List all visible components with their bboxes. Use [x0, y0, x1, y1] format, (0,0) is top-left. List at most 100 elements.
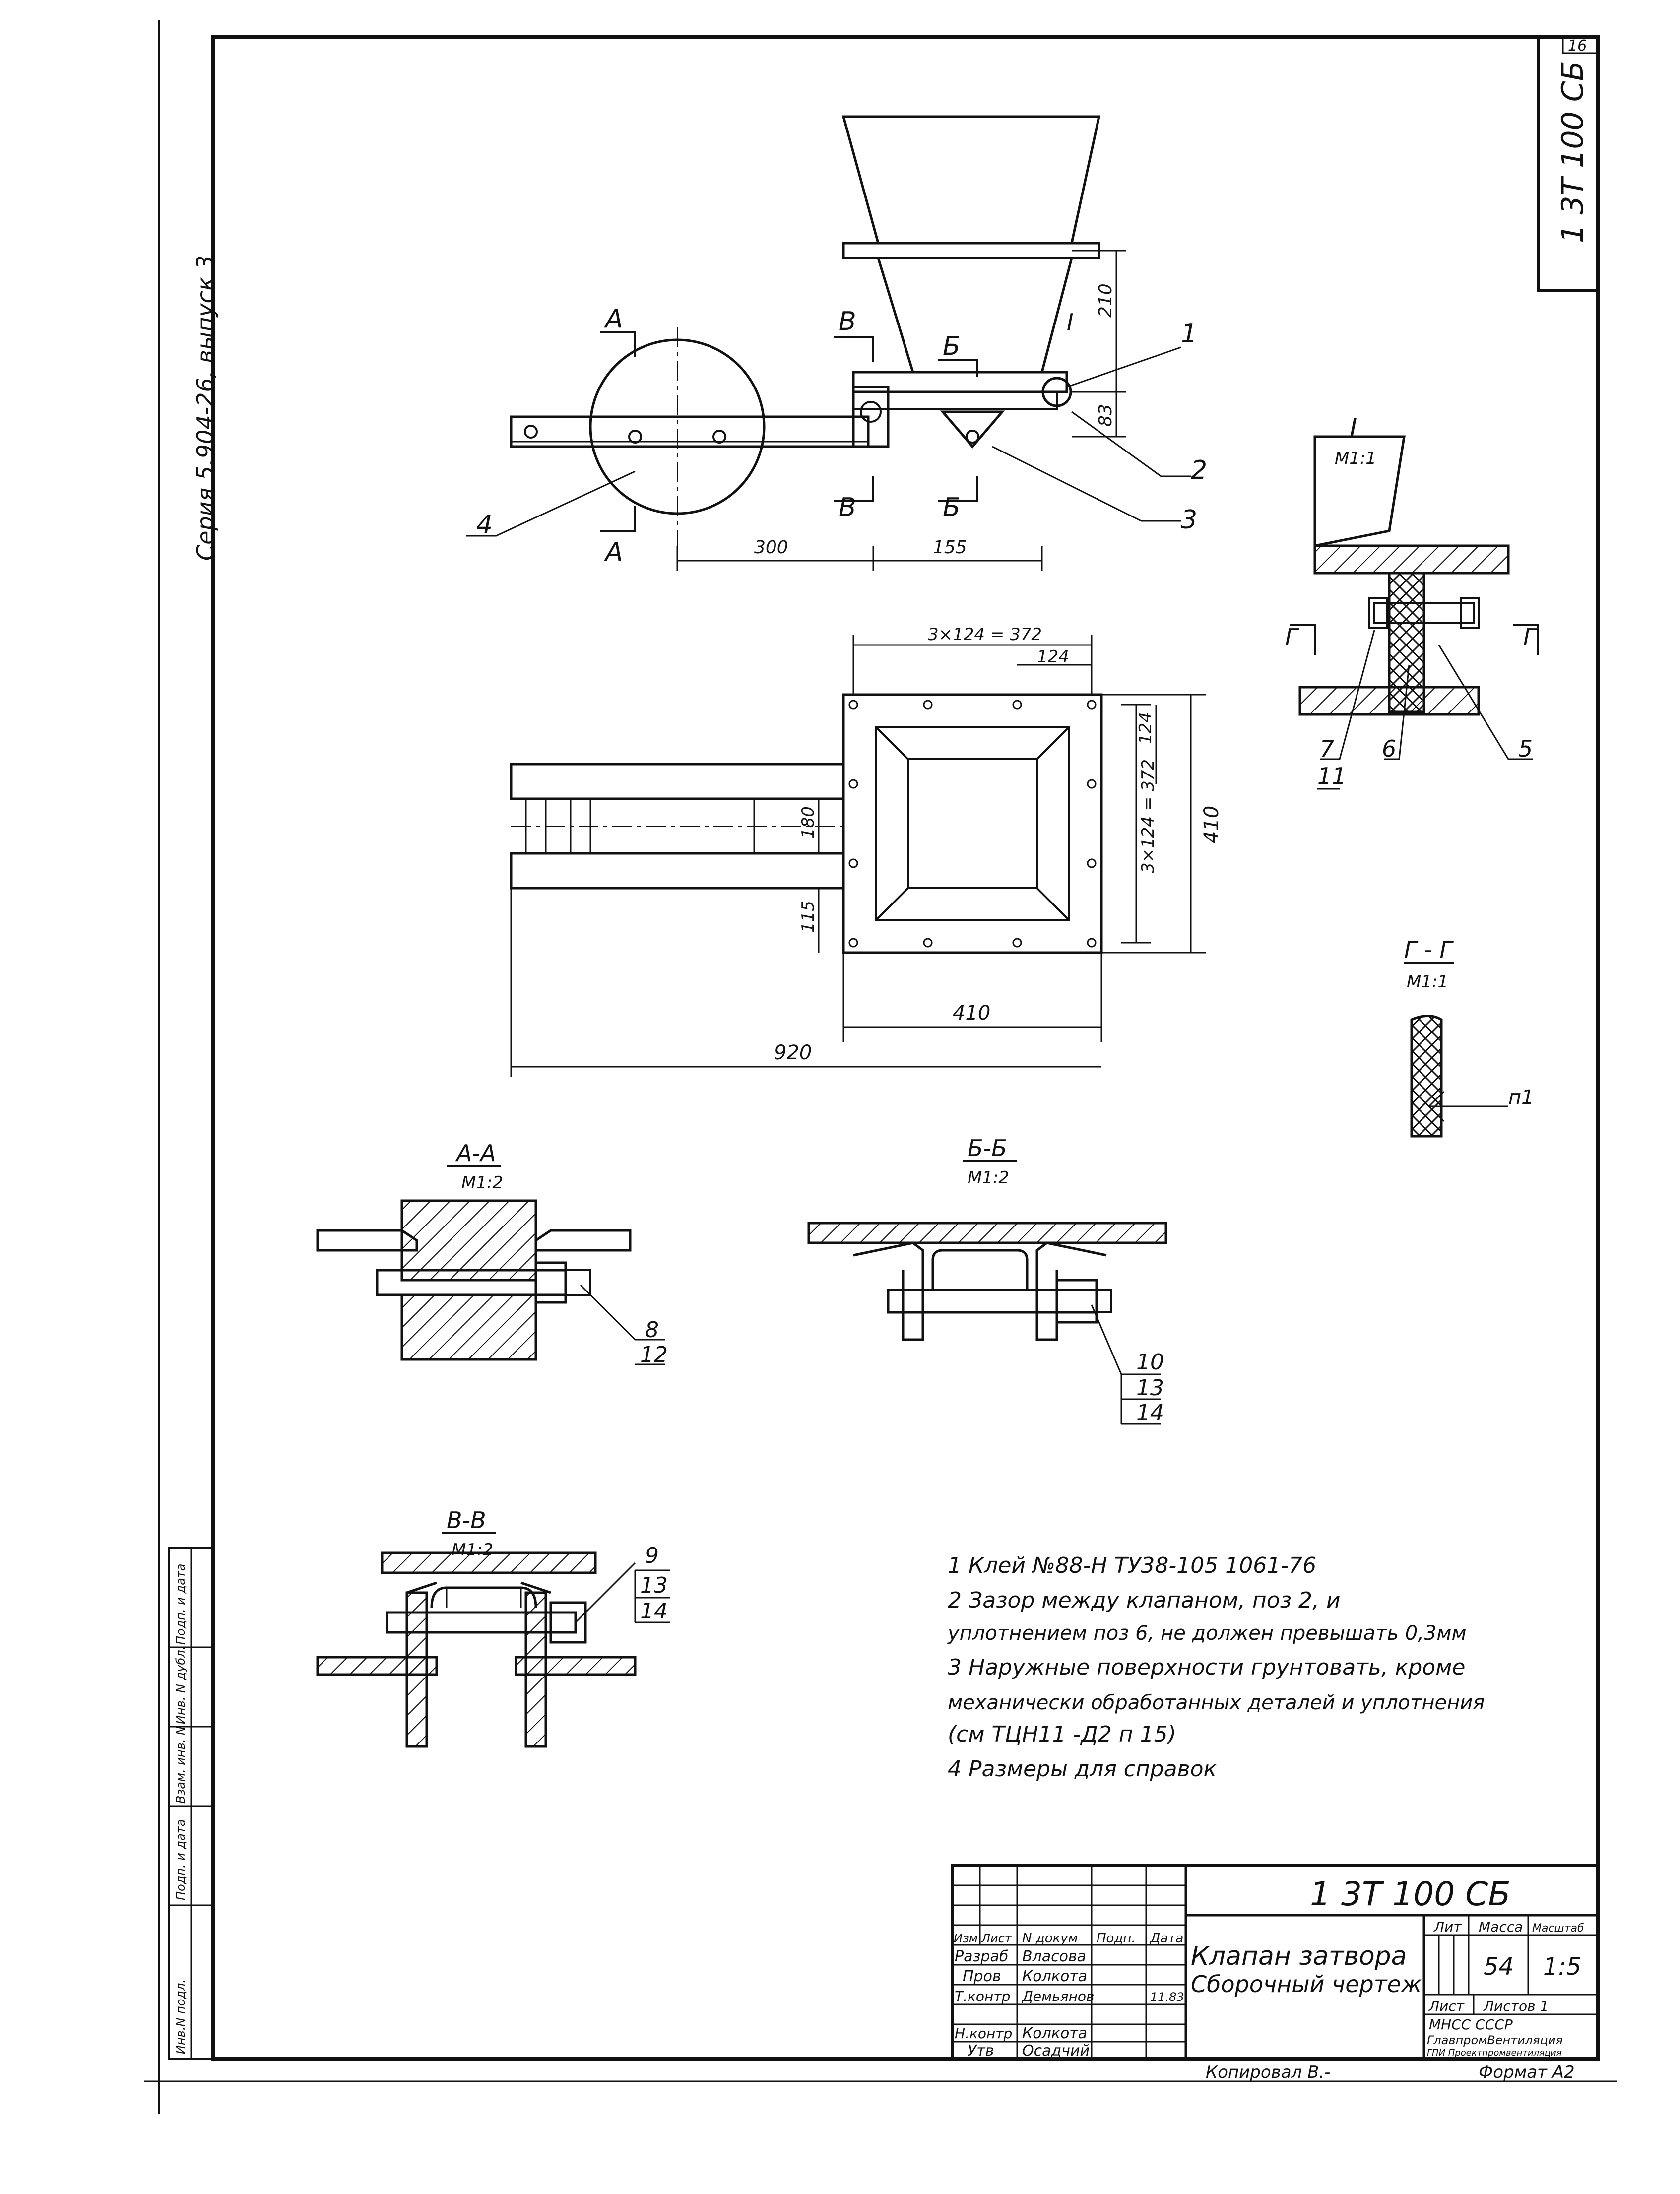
row-tkontr: Т.контр	[955, 1988, 1010, 2004]
technical-notes: 1 Клей №88-Н ТУ38-105 1061-76 2 Зазор ме…	[947, 1553, 1485, 1782]
leader-2: 2	[1191, 455, 1207, 485]
doc-code-top: 1 3Т 100 СБ	[1555, 61, 1590, 243]
row-date-value: 11.83	[1150, 1990, 1184, 2004]
row-utv-name: Осадчий	[1022, 2042, 1090, 2060]
row-razrab-name: Власова	[1022, 1948, 1086, 1965]
section-be-bottom: Б	[943, 493, 961, 522]
dim-210: 210	[1096, 283, 1116, 318]
section-gg-scale: М1:1	[1407, 972, 1448, 992]
title-block	[951, 1864, 1599, 2061]
scale-value: 1:5	[1543, 1953, 1581, 1981]
detail-i-leader-7: 7	[1320, 735, 1334, 762]
org-line-2: ГлавпромВентиляция	[1427, 2033, 1563, 2047]
row-nkontr-name: Колкота	[1022, 2025, 1087, 2042]
dim-115: 115	[798, 901, 818, 933]
org-line-3: ГПИ Проектпромвентиляция	[1427, 2048, 1562, 2058]
note-line-6: (см ТЦН11 -Д2 п 15)	[948, 1722, 1176, 1747]
stamp-vzam-inv: Взам. инв. N	[174, 1726, 188, 1804]
section-gg-title: Г - Г	[1404, 936, 1454, 963]
section-gg-leader: п1	[1508, 1086, 1534, 1109]
dim-410-bottom: 410	[953, 1002, 990, 1025]
section-bb-title: В-В	[447, 1507, 486, 1534]
org-line-1: МНСС СССР	[1429, 2016, 1513, 2033]
section-a-bottom: А	[604, 537, 623, 567]
row-utv: Утв	[968, 2042, 994, 2060]
stamp-inv-podl: Инв.N подл.	[174, 1979, 188, 2054]
col-izm: Изм	[954, 1932, 978, 1945]
detail-i-section-right: Г	[1523, 624, 1538, 650]
col-list: Лист	[981, 1932, 1012, 1945]
section-aa	[316, 1165, 665, 1365]
format-label: Формат А2	[1479, 2063, 1575, 2082]
dim-83: 83	[1096, 404, 1116, 427]
sheets-label: Листов 1	[1483, 1998, 1549, 2014]
section-bb-scale: М1:2	[452, 1540, 493, 1560]
dim-3x124-side: 3×124 = 372	[1138, 759, 1158, 873]
note-line-3: уплотнением поз 6, не должен превышать 0…	[947, 1622, 1467, 1645]
detail-i-section-left: Г	[1285, 624, 1299, 650]
note-line-1: 1 Клей №88-Н ТУ38-105 1061-76	[948, 1553, 1316, 1578]
leader-4: 4	[476, 510, 493, 540]
dim-300: 300	[754, 537, 788, 558]
sheet-number: 16	[1568, 37, 1587, 55]
section-gg	[1404, 962, 1508, 1138]
dim-155: 155	[933, 537, 967, 558]
detail-i-leader-11: 11	[1317, 763, 1347, 789]
section-bebe-leader-10: 10	[1136, 1350, 1164, 1375]
sheet-label: Лист	[1428, 1998, 1465, 2014]
lit-label: Лит	[1433, 1919, 1462, 1935]
section-aa-title: А-А	[455, 1140, 496, 1166]
section-bb-leader-13: 13	[640, 1573, 668, 1598]
detail-i-scale: М1:1	[1335, 449, 1376, 468]
detail-mark-i: I	[1067, 309, 1074, 335]
row-razrab: Разраб	[955, 1948, 1008, 1965]
note-line-7: 4 Размеры для справок	[948, 1756, 1217, 1782]
title-block-name-2: Сборочный чертеж	[1191, 1971, 1422, 1998]
sheet-frame	[144, 20, 1617, 2114]
section-bebe-leader-14: 14	[1136, 1400, 1164, 1425]
stamp-column	[168, 1547, 214, 2060]
note-line-5: механически обработанных деталей и уплот…	[948, 1691, 1485, 1714]
section-aa-leader-12: 12	[640, 1342, 668, 1367]
section-aa-scale: М1:2	[461, 1173, 503, 1193]
section-aa-leader-8: 8	[645, 1317, 659, 1343]
note-line-4: 3 Наружные поверхности грунтовать, кроме	[948, 1655, 1465, 1680]
detail-i-leader-5: 5	[1518, 735, 1533, 762]
section-bb-leader-14: 14	[640, 1599, 668, 1624]
section-b-top: В	[839, 307, 856, 336]
col-n-dokum: N докум	[1022, 1931, 1078, 1946]
section-bebe-title: Б-Б	[968, 1135, 1007, 1162]
dim-410-right: 410	[1200, 806, 1223, 843]
row-tkontr-name: Демьянов	[1021, 1988, 1095, 2004]
row-prov: Пров	[963, 1968, 1001, 1985]
mass-value: 54	[1484, 1953, 1514, 1981]
section-be-top: Б	[943, 331, 961, 361]
main-view	[466, 115, 1191, 571]
plan-view	[510, 635, 1206, 1077]
row-prov-name: Колкота	[1022, 1968, 1087, 1985]
series-label: Серия 5.904-26, выпуск 3	[192, 255, 219, 561]
col-data: Дата	[1150, 1931, 1183, 1946]
title-block-code: 1 3Т 100 СБ	[1310, 1875, 1511, 1913]
section-bb-leader-9: 9	[645, 1543, 659, 1568]
stamp-podp-data-2: Подп. и дата	[174, 1564, 188, 1645]
section-bebe	[807, 1160, 1167, 1425]
detail-i-title: I	[1350, 413, 1357, 443]
note-line-2: 2 Зазор между клапаном, поз 2, и	[948, 1588, 1341, 1613]
dim-124-top: 124	[1037, 647, 1069, 667]
dim-124-side: 124	[1136, 712, 1156, 744]
section-a-top: А	[604, 304, 623, 334]
detail-i	[1290, 435, 1539, 790]
copied-by: Копировал В.-	[1206, 2063, 1330, 2082]
section-b-bottom: В	[839, 493, 856, 522]
col-podp: Подп.	[1097, 1931, 1136, 1946]
leader-3: 3	[1181, 505, 1197, 535]
section-bebe-scale: М1:2	[968, 1168, 1009, 1188]
title-block-name-1: Клапан затвора	[1191, 1941, 1407, 1971]
section-bebe-leader-13: 13	[1136, 1375, 1164, 1401]
dim-180: 180	[798, 806, 818, 839]
stamp-inv-dubl: Инв. N дубл.	[174, 1646, 188, 1724]
section-bb	[316, 1532, 670, 1748]
